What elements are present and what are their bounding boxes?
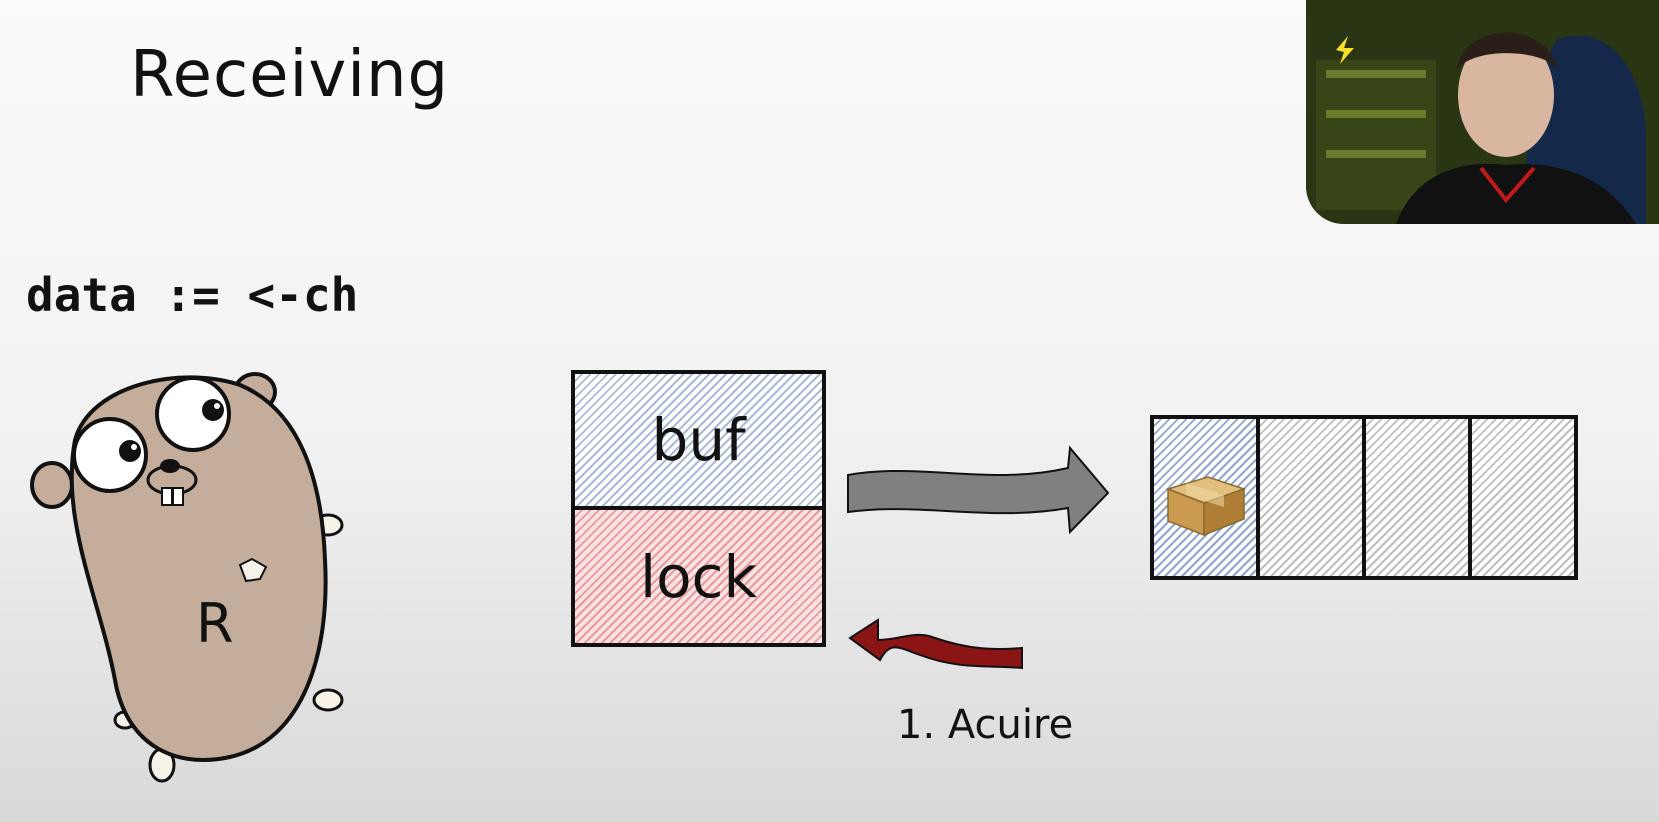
presenter-video xyxy=(1306,0,1659,224)
slide-title: Receiving xyxy=(130,38,450,112)
buffer-slot xyxy=(1366,419,1472,576)
acquire-arrow xyxy=(848,618,1023,670)
code-snippet: data := <-ch xyxy=(26,268,359,322)
buffer-slot xyxy=(1260,419,1366,576)
buffer-slot xyxy=(1154,419,1260,576)
gopher-label: R xyxy=(196,592,234,655)
buf-field: buf xyxy=(571,370,826,510)
package-icon xyxy=(1165,476,1247,537)
buf-label: buf xyxy=(651,406,746,474)
gopher-illustration xyxy=(30,372,344,783)
channel-buffer xyxy=(1150,415,1578,580)
lock-field: lock xyxy=(571,506,826,647)
webcam-overlay xyxy=(1306,0,1659,224)
buffer-slot xyxy=(1472,419,1574,576)
buf-pointer-arrow xyxy=(847,445,1110,535)
step-label-acquire: 1. Acuire xyxy=(897,702,1074,748)
lock-label: lock xyxy=(639,542,758,611)
